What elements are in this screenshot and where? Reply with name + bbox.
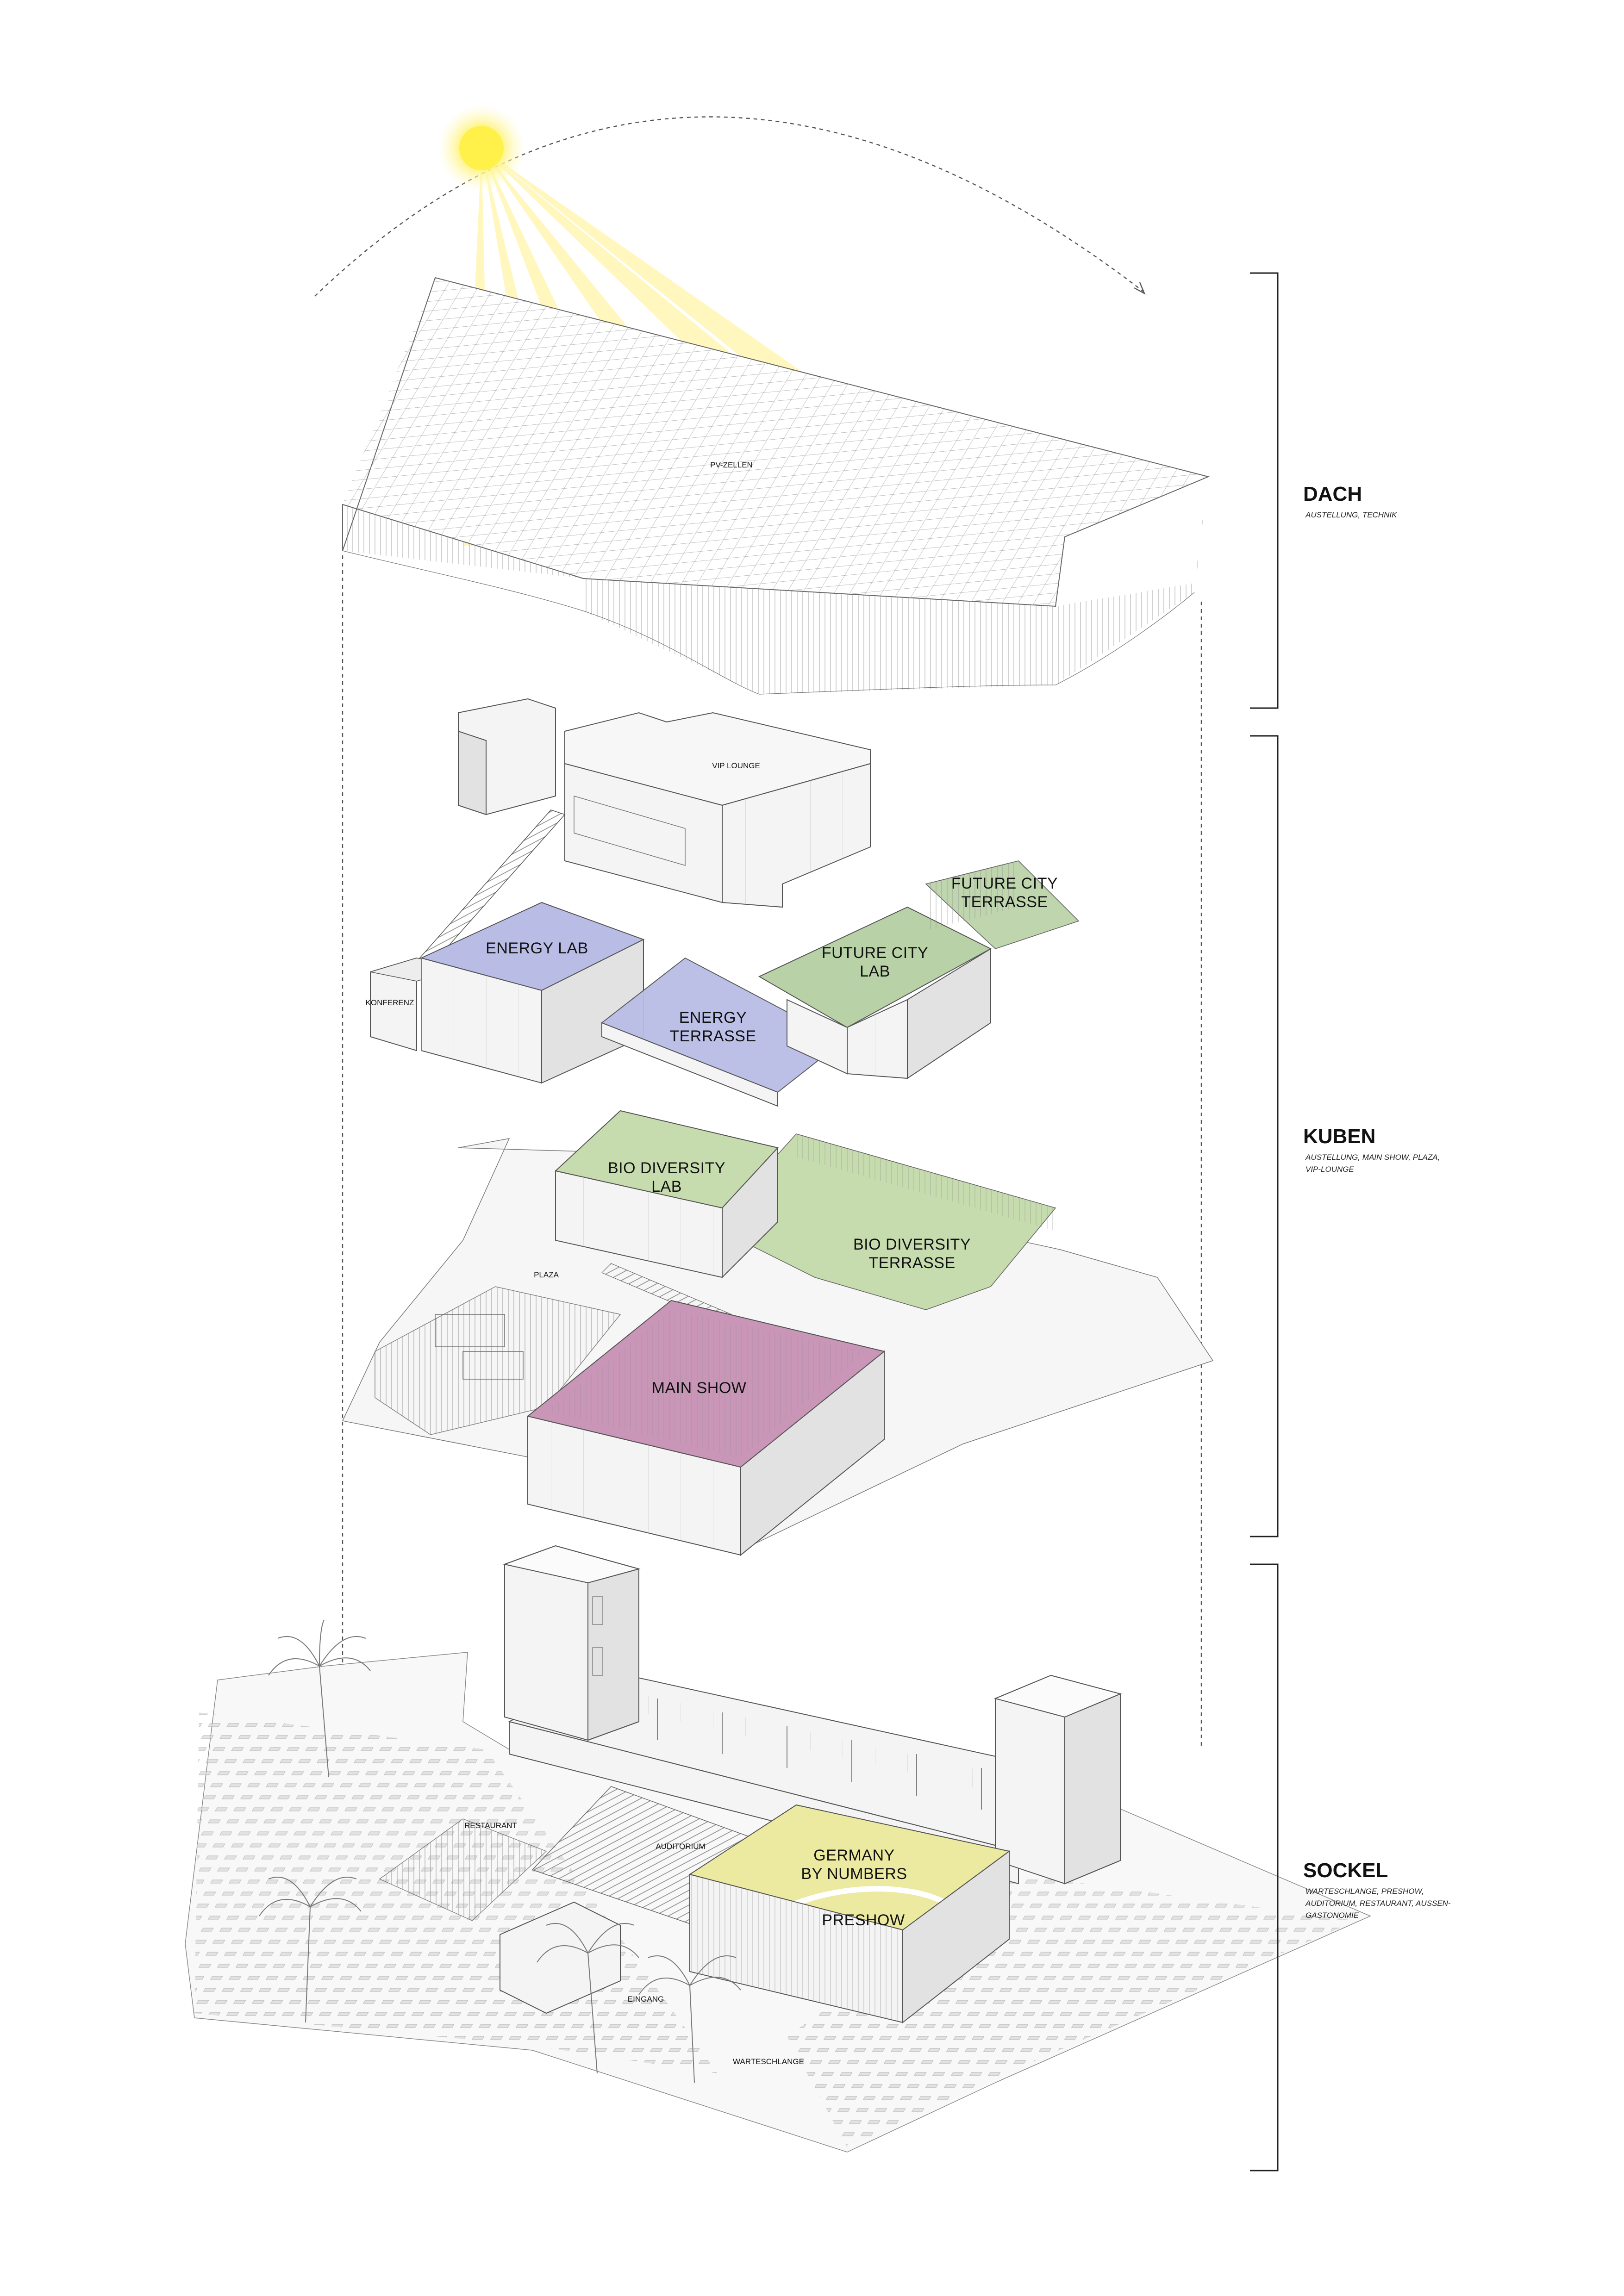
sockel-bracket <box>1250 1563 1279 2172</box>
bio-diversity-lab-label-1: BIO DIVERSITY <box>608 1159 725 1177</box>
roof-layer: PV-ZELLEN <box>342 277 1210 695</box>
kuben-upper-level: VIP LOUNGE KONFERENZ ENERGY LAB ENERGY T… <box>366 698 1080 1107</box>
plaza-label: PLAZA <box>534 1270 559 1279</box>
sun-arc <box>314 116 1144 297</box>
section-legend: DACH AUSTELLUNG, TECHNIK KUBEN AUSTELLUN… <box>1250 272 1451 2172</box>
kuben-title: KUBEN <box>1303 1125 1375 1148</box>
germany-by-numbers-label-1: GERMANY <box>813 1847 894 1864</box>
future-city-terrasse-label-2: TERRASSE <box>961 893 1048 911</box>
eingang-label: EINGANG <box>628 1995 664 2004</box>
sun-arc-arrowhead <box>1134 282 1146 295</box>
dach-title: DACH <box>1303 483 1362 505</box>
future-city-terrasse-label-1: FUTURE CITY <box>951 875 1058 892</box>
vip-lounge-label: VIP LOUNGE <box>712 761 760 770</box>
kuben-subtitle-line1: AUSTELLUNG, MAIN SHOW, PLAZA, <box>1305 1153 1440 1162</box>
sockel-subtitle-line1: WARTESCHLANGE, PRESHOW, <box>1305 1887 1424 1896</box>
palm-tree-icon <box>268 1619 371 1778</box>
palm-tree-icon <box>259 1877 362 2023</box>
preshow-label: PRESHOW <box>822 1911 905 1929</box>
energy-terrasse-label-1: ENERGY <box>679 1009 747 1027</box>
bay-walls <box>657 1699 982 1810</box>
kuben-lower-level: BIO DIVERSITY TERRASSE BIO DIVERSITY LAB… <box>342 1110 1214 1556</box>
dach-bracket <box>1250 272 1279 709</box>
future-city-lab-label-1: FUTURE CITY <box>822 944 928 962</box>
restaurant-area <box>379 1818 547 1921</box>
bio-diversity-lab-label-2: LAB <box>651 1178 682 1195</box>
bio-diversity-terrasse-label-2: TERRASSE <box>868 1254 955 1272</box>
restaurant-label: RESTAURANT <box>464 1821 517 1830</box>
kuben-subtitle-line2: VIP-LOUNGE <box>1305 1165 1355 1174</box>
pv-cells-label: PV-ZELLEN <box>710 460 753 469</box>
energy-lab-label: ENERGY LAB <box>486 940 588 957</box>
roof-structure-front <box>343 504 1056 694</box>
dach-subtitle: AUSTELLUNG, TECHNIK <box>1305 510 1397 519</box>
sockel-subtitle-line3: GASTONOMIE <box>1305 1911 1359 1920</box>
konferenz-label: KONFERENZ <box>366 998 414 1007</box>
main-show-label: MAIN SHOW <box>652 1379 747 1397</box>
bio-diversity-terrasse-label-1: BIO DIVERSITY <box>853 1236 971 1253</box>
palm-trees <box>259 1619 741 2083</box>
energy-terrasse-label-2: TERRASSE <box>669 1027 756 1045</box>
auditorium-label: AUDITORIUM <box>656 1842 705 1851</box>
palm-tree-icon <box>638 1955 741 2083</box>
warteschlange-label: WARTESCHLANGE <box>733 2057 804 2066</box>
sockel-subtitle-line2: AUDITORIUM, RESTAURANT, AUSSEN- <box>1305 1899 1451 1908</box>
kuben-bracket <box>1250 735 1279 1537</box>
sockel-level: AUDITORIUM RESTAURANT EINGANG GERMANY BY… <box>185 1545 1371 2153</box>
palm-tree-icon <box>537 1923 639 2074</box>
germany-by-numbers-label-2: BY NUMBERS <box>801 1865 907 1883</box>
future-city-lab-label-2: LAB <box>860 963 890 980</box>
sockel-title: SOCKEL <box>1303 1859 1388 1882</box>
